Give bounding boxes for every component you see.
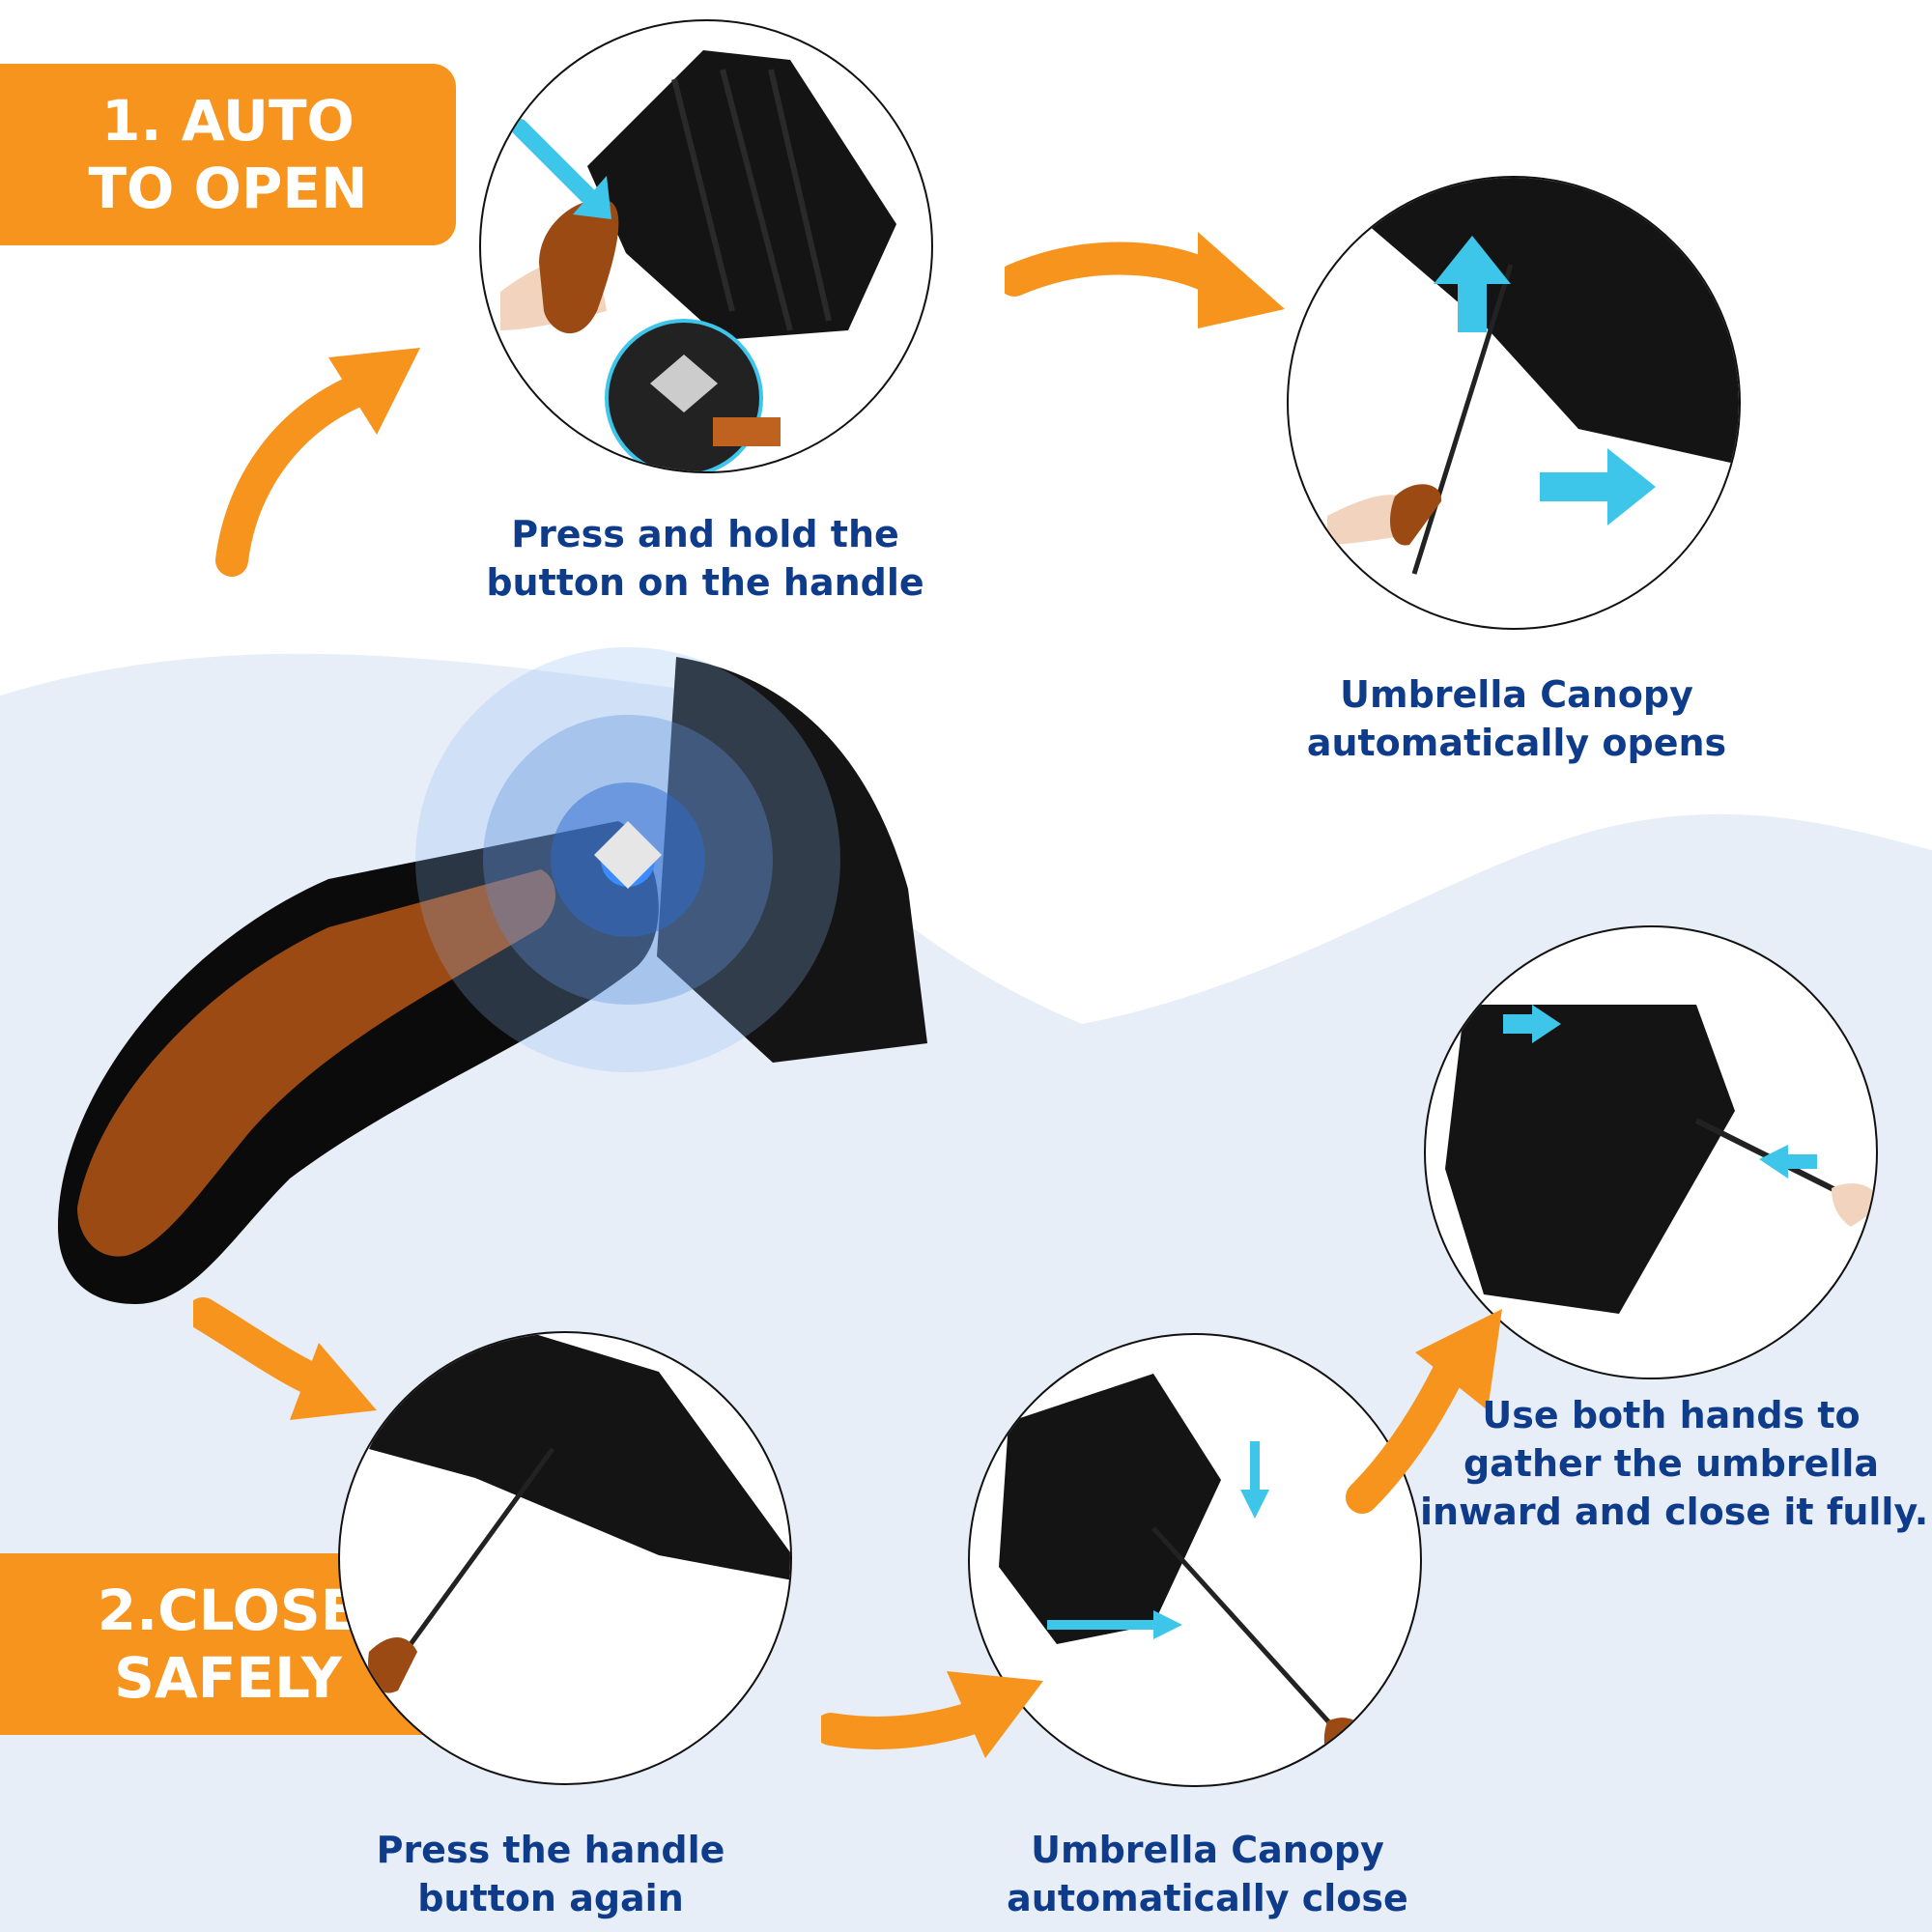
caption-press-and-hold-line1: Press and hold the [511, 513, 899, 555]
folded-umbrella-illustration [500, 50, 896, 471]
step1-badge: 1. AUTO TO OPEN [0, 64, 456, 245]
caption-both-hands-line1: Use both hands to [1482, 1394, 1861, 1436]
step1-badge-line1: 1. AUTO [101, 88, 355, 154]
caption-canopy-opens-line1: Umbrella Canopy [1340, 673, 1693, 716]
orange-arrow-to-open-canopy [1005, 232, 1285, 328]
step2-badge-line1: 2.CLOSE [97, 1577, 359, 1643]
caption-both-hands-line2: gather the umbrella [1463, 1442, 1880, 1485]
caption-press-and-hold: Press and hold the button on the handle [454, 510, 956, 607]
caption-canopy-closes-line1: Umbrella Canopy [1031, 1829, 1384, 1871]
caption-both-hands-line3: inward and close it fully. [1420, 1491, 1929, 1533]
orange-arrow-up-to-step1 [215, 348, 420, 577]
folded-umbrella-closing-illustration [1445, 1005, 1876, 1314]
orange-arrow-to-gather [1346, 1309, 1502, 1514]
caption-both-hands: Use both hands to gather the umbrella in… [1420, 1391, 1929, 1536]
orange-arrow-down-to-step2 [193, 1297, 377, 1420]
press-again-photo [338, 1331, 792, 1785]
closing-umbrella-photo [968, 1333, 1422, 1787]
orange-arrow-to-closing [821, 1671, 1043, 1758]
step1-badge-line2: TO OPEN [88, 156, 368, 221]
open-umbrella-photo [1287, 176, 1741, 630]
caption-press-again-line2: button again [417, 1877, 684, 1919]
open-umbrella-side-illustration [368, 1333, 790, 1693]
caption-press-and-hold-line2: button on the handle [486, 561, 924, 604]
handle-closeup-illustration [58, 647, 927, 1304]
caption-canopy-opens: Umbrella Canopy automatically opens [1265, 670, 1768, 767]
caption-canopy-opens-line2: automatically opens [1306, 722, 1727, 764]
caption-press-again: Press the handle button again [328, 1826, 773, 1922]
caption-press-again-line1: Press the handle [376, 1829, 725, 1871]
gather-umbrella-photo [1424, 925, 1878, 1379]
press-button-photo [479, 19, 933, 473]
step2-badge-line2: SAFELY [114, 1645, 342, 1711]
caption-canopy-closes: Umbrella Canopy automatically close [976, 1826, 1439, 1922]
caption-canopy-closes-line2: automatically close [1007, 1877, 1408, 1919]
open-umbrella-illustration [1327, 178, 1739, 575]
